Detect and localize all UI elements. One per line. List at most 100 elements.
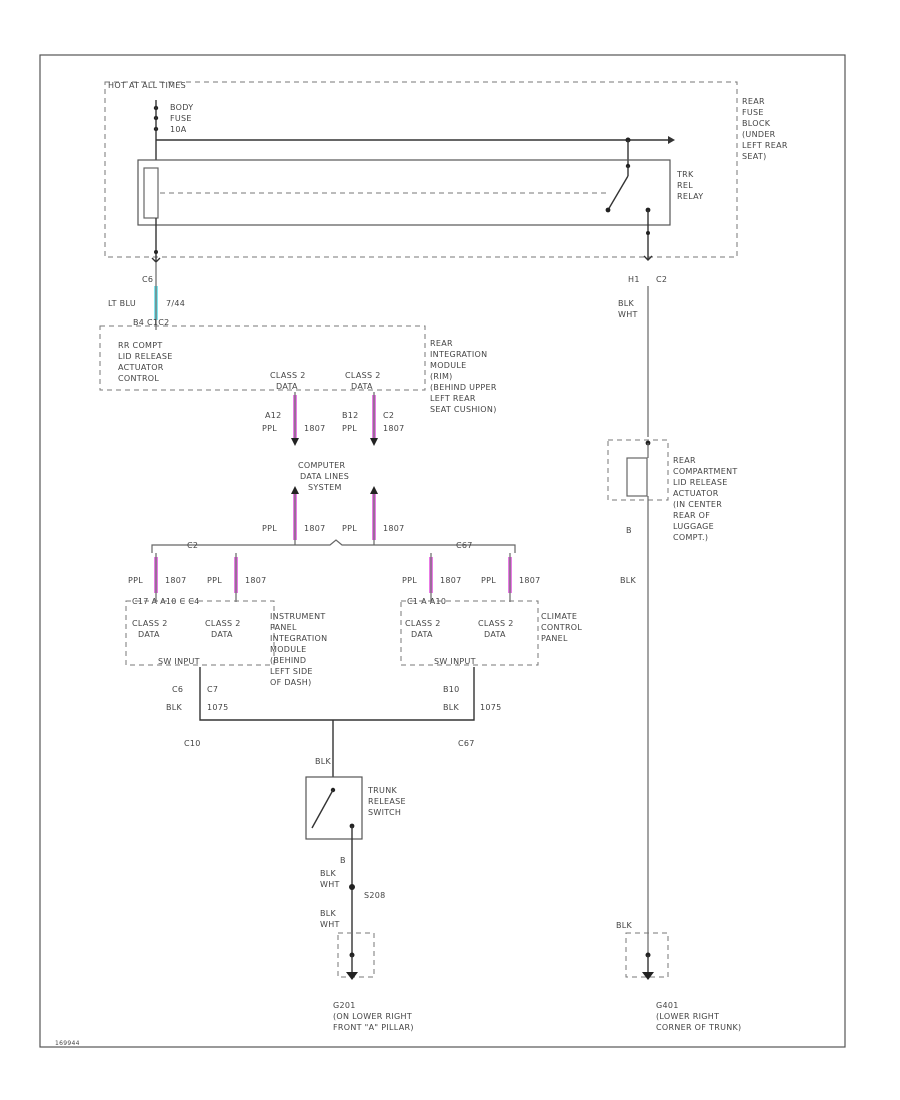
svg-text:DATA: DATA (276, 382, 298, 391)
ground-g201-icon (346, 972, 358, 980)
svg-text:REAR OF: REAR OF (673, 511, 710, 520)
ccp-wire-a: PPL (402, 576, 417, 585)
data-bus-bracket (151, 539, 516, 553)
trunk-switch-pin-b: B (340, 856, 346, 865)
svg-text:CLASS 2: CLASS 2 (345, 371, 381, 380)
computer-data-lines-label: COMPUTER DATA LINES SYSTEM (298, 461, 349, 492)
ipm-class2-data-a: CLASS 2 DATA (132, 619, 168, 639)
svg-text:CONTROL: CONTROL (118, 374, 159, 383)
ipm-wire-b: PPL (207, 576, 222, 585)
ipm-wire-a: PPL (128, 576, 143, 585)
ipm-blk-wire: BLK (166, 703, 183, 712)
svg-text:(UNDER: (UNDER (742, 130, 776, 139)
rim-wire-b: PPL (342, 424, 357, 433)
data-line-wire-b: PPL (342, 524, 357, 533)
splice-s208 (349, 884, 355, 890)
svg-text:G201: G201 (333, 1001, 356, 1010)
ground-g201-label: G201 (ON LOWER RIGHT FRONT "A" PILLAR) (333, 1001, 413, 1032)
svg-text:PANEL: PANEL (270, 623, 297, 632)
svg-text:CORNER OF TRUNK): CORNER OF TRUNK) (656, 1023, 741, 1032)
svg-text:INSTRUMENT: INSTRUMENT (270, 612, 326, 621)
svg-text:LEFT REAR: LEFT REAR (742, 141, 788, 150)
svg-text:RELAY: RELAY (677, 192, 704, 201)
svg-text:MODULE: MODULE (430, 361, 467, 370)
trunk-switch-wire-bot-color: BLK (320, 909, 337, 918)
data-line-wire-a: PPL (262, 524, 277, 533)
trunk-switch-wire-bot-tracer: WHT (320, 920, 340, 929)
ipm-class2-data-b: CLASS 2 DATA (205, 619, 241, 639)
trunk-switch-wire-top: BLK (315, 757, 332, 766)
instrument-panel-integration-module (125, 600, 275, 666)
svg-text:RR COMPT: RR COMPT (118, 341, 163, 350)
actuator-wire-top-tracer: WHT (618, 310, 638, 319)
svg-text:DATA: DATA (138, 630, 160, 639)
climate-control-panel (400, 600, 539, 666)
svg-text:ACTUATOR: ACTUATOR (118, 363, 164, 372)
svg-text:PANEL: PANEL (541, 634, 568, 643)
rear-integration-module-outline (99, 325, 426, 391)
svg-text:CLASS 2: CLASS 2 (205, 619, 241, 628)
svg-text:FUSE: FUSE (170, 114, 192, 123)
actuator-pin-b: B (626, 526, 632, 535)
figure-id: 169944 (55, 1040, 80, 1047)
data-bus-connector-left: C2 (187, 541, 198, 550)
relay-right-connector-pin: H1 (628, 275, 640, 284)
rim-class2-data-a: CLASS 2 DATA (270, 371, 306, 391)
svg-text:CONTROL: CONTROL (541, 623, 582, 632)
ccp-label: CLIMATE CONTROL PANEL (541, 612, 582, 643)
svg-text:CLASS 2: CLASS 2 (478, 619, 514, 628)
rim-circuit-a: 1807 (304, 424, 326, 433)
svg-text:(BEHIND: (BEHIND (270, 656, 306, 665)
data-line-circuit-b: 1807 (383, 524, 405, 533)
trunk-release-switch (305, 776, 363, 840)
rr-compt-lid-actuator-control: RR COMPT LID RELEASE ACTUATOR CONTROL (118, 341, 172, 383)
svg-text:DATA LINES: DATA LINES (300, 472, 349, 481)
rim-connector-c2: C2 (383, 411, 394, 420)
svg-text:INTEGRATION: INTEGRATION (430, 350, 487, 359)
svg-text:DATA: DATA (211, 630, 233, 639)
relay-switch-icon (607, 175, 629, 211)
relay-right-connector: C2 (656, 275, 667, 284)
svg-text:REAR: REAR (742, 97, 765, 106)
svg-text:(RIM): (RIM) (430, 372, 453, 381)
splice-s208-label: S208 (364, 891, 386, 900)
actuator-solenoid-icon (626, 457, 648, 497)
svg-text:DATA: DATA (411, 630, 433, 639)
ccp-sw-input: SW INPUT (434, 657, 476, 666)
ipm-sw-input: SW INPUT (158, 657, 200, 666)
ground-g401-connector (625, 932, 669, 978)
ground-g401-icon (642, 972, 654, 980)
svg-text:COMPARTMENT: COMPARTMENT (673, 467, 738, 476)
svg-text:CLASS 2: CLASS 2 (405, 619, 441, 628)
ipm-pin-c7: C7 (207, 685, 218, 694)
svg-text:REAR: REAR (430, 339, 453, 348)
rim-class2-data-b: CLASS 2 DATA (345, 371, 381, 391)
ccp-pin-row: C1 A A10 (407, 597, 446, 606)
svg-text:LEFT SIDE: LEFT SIDE (270, 667, 313, 676)
ipm-circuit-b: 1807 (245, 576, 267, 585)
data-line-circuit-a: 1807 (304, 524, 326, 533)
svg-text:DATA: DATA (484, 630, 506, 639)
svg-text:RELEASE: RELEASE (368, 797, 406, 806)
rim-circuit-b: 1807 (383, 424, 405, 433)
svg-text:TRUNK: TRUNK (367, 786, 397, 795)
splice-left-label: C10 (184, 739, 201, 748)
svg-text:ACTUATOR: ACTUATOR (673, 489, 719, 498)
trunk-switch-wire-mid-color: BLK (320, 869, 337, 878)
trunk-switch-icon (311, 789, 334, 829)
trunk-switch-wire-mid-tracer: WHT (320, 880, 340, 889)
relay-left-connector: C6 (142, 275, 153, 284)
trunk-release-switch-label: TRUNK RELEASE SWITCH (367, 786, 406, 817)
svg-text:SEAT): SEAT) (742, 152, 767, 161)
rear-fuse-block-outline (104, 81, 738, 258)
svg-text:CLASS 2: CLASS 2 (270, 371, 306, 380)
svg-text:CLASS 2: CLASS 2 (132, 619, 168, 628)
ccp-class2-data-a: CLASS 2 DATA (405, 619, 441, 639)
svg-text:(LOWER RIGHT: (LOWER RIGHT (656, 1012, 719, 1021)
svg-text:TRK: TRK (676, 170, 694, 179)
svg-text:10A: 10A (170, 125, 187, 134)
svg-text:OF DASH): OF DASH) (270, 678, 312, 687)
svg-text:COMPT.): COMPT.) (673, 533, 708, 542)
data-bus-connector-right: C67 (456, 541, 473, 550)
ipm-circuit-1075: 1075 (207, 703, 229, 712)
